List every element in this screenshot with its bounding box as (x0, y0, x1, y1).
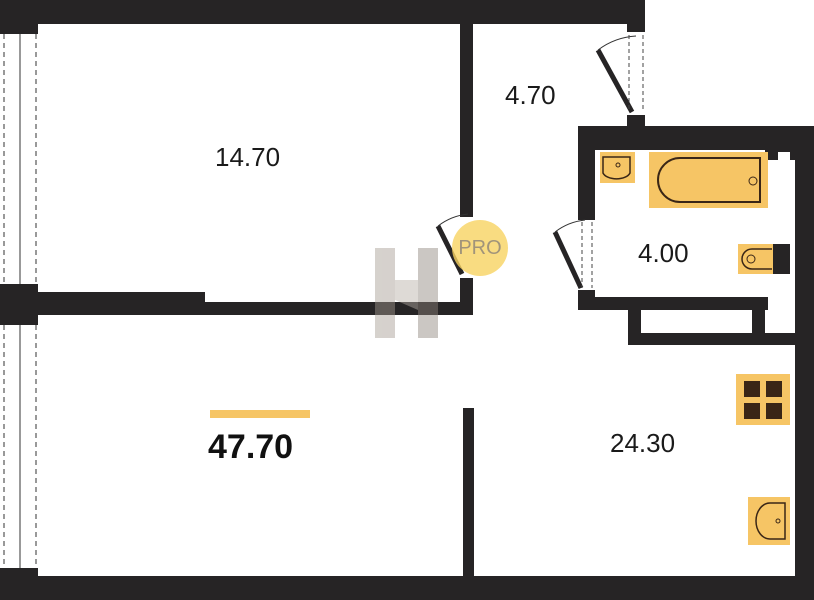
kitchen-sink-icon (748, 497, 790, 545)
bathroom-area: 4.00 (638, 238, 689, 268)
hallway-area: 4.70 (505, 80, 556, 110)
pro-badge: PRO (452, 220, 508, 276)
stove-icon (736, 374, 790, 425)
washbasin-icon (600, 152, 635, 183)
kitchen-living-area: 24.30 (610, 428, 676, 458)
toilet-icon (738, 244, 790, 274)
watermark-logo (375, 248, 438, 338)
total-area: 47.70 (208, 428, 294, 466)
living-room-area: 14.70 (215, 142, 281, 172)
bathtub-icon (649, 152, 768, 208)
total-area-accent-bar (210, 410, 310, 418)
windows (3, 34, 37, 568)
